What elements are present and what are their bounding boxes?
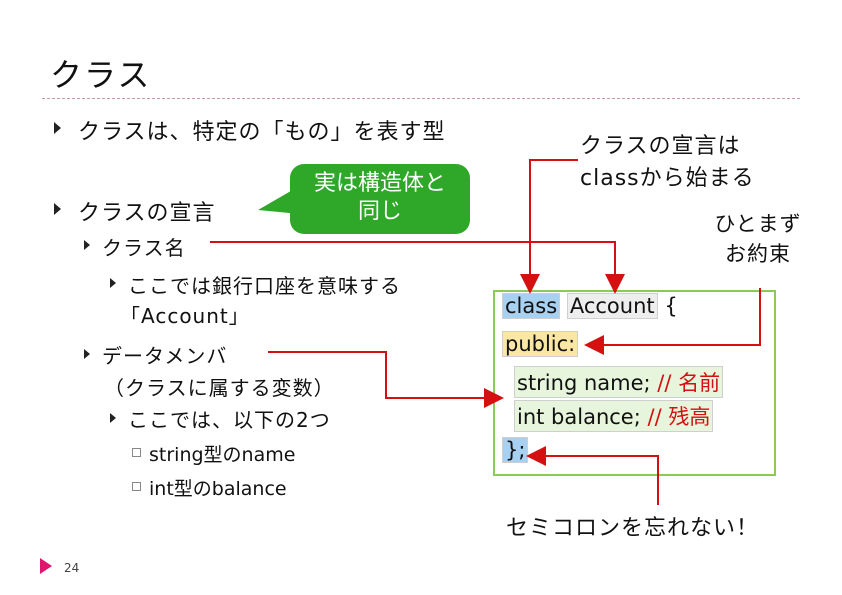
code-comment-name: // 名前: [657, 371, 721, 395]
callout-line1: 実は構造体と: [313, 171, 446, 196]
bullet-arrow-icon: [54, 203, 61, 215]
title-divider: [42, 98, 800, 99]
bullet-class-name: クラス名: [102, 236, 186, 260]
code-access-public: public:: [502, 331, 579, 357]
code-line-public: public:: [502, 331, 579, 357]
code-line-class: class Account {: [502, 293, 678, 319]
bullet-data-members: データメンバ: [102, 344, 228, 368]
code-comment-balance: // 残高: [647, 405, 711, 429]
arrow-data-members: [268, 351, 504, 408]
promise-note: ひとまず お約束: [708, 208, 808, 268]
code-keyword-class: class: [502, 293, 561, 319]
arrow-class-name: [210, 241, 625, 294]
bullet-following-two: ここでは、以下の2つ: [128, 408, 331, 432]
bullet-data-members-desc: （クラスに属する変数）: [104, 376, 335, 400]
square-bullet-icon: [132, 482, 141, 491]
code-line-member-balance: int balance; // 残高: [514, 400, 714, 432]
callout-tail: [258, 188, 300, 214]
code-member-balance: int balance;: [517, 405, 641, 429]
bullet-arrow-icon: [54, 122, 61, 134]
slide-title: クラス: [50, 56, 152, 94]
bullet-class-definition: クラスは、特定の「もの」を表す型: [78, 120, 446, 145]
bullet-arrow-icon: [110, 413, 116, 423]
bullet-int-balance: int型のbalance: [149, 478, 287, 500]
class-decl-note: クラスの宣言は classから始まる: [580, 128, 755, 192]
bullet-arrow-icon: [84, 240, 90, 250]
bullet-string-name: string型のname: [149, 444, 296, 466]
bullet-arrow-icon: [84, 349, 90, 359]
arrow-semicolon: [526, 446, 659, 505]
bullet-account-name: 「Account」: [120, 304, 250, 328]
page-number: 24: [64, 561, 80, 575]
bullet-account-meaning: ここでは銀行口座を意味する: [128, 274, 401, 298]
code-close-brace: };: [502, 437, 529, 463]
code-open-brace: {: [664, 294, 678, 318]
struct-callout: 実は構造体と 同じ: [290, 164, 470, 234]
code-line-close: };: [502, 437, 529, 463]
code-box: [493, 290, 776, 476]
arrow-public: [584, 288, 761, 355]
bullet-class-declaration: クラスの宣言: [78, 201, 216, 226]
code-member-name: string name;: [517, 371, 651, 395]
class-decl-note-line2: classから始まる: [580, 166, 755, 191]
code-line-member-name: string name; // 名前: [514, 366, 724, 398]
arrow-class-keyword: [520, 159, 578, 294]
code-class-name: Account: [566, 293, 658, 319]
page-marker-icon: [40, 558, 52, 574]
class-decl-note-line1: クラスの宣言は: [580, 134, 741, 159]
bullet-arrow-icon: [110, 278, 116, 288]
promise-note-line1: ひとまず: [714, 212, 802, 236]
promise-note-line2: お約束: [725, 242, 791, 266]
square-bullet-icon: [132, 448, 141, 457]
callout-line2: 同じ: [357, 199, 402, 224]
semicolon-note: セミコロンを忘れない！: [506, 516, 760, 541]
